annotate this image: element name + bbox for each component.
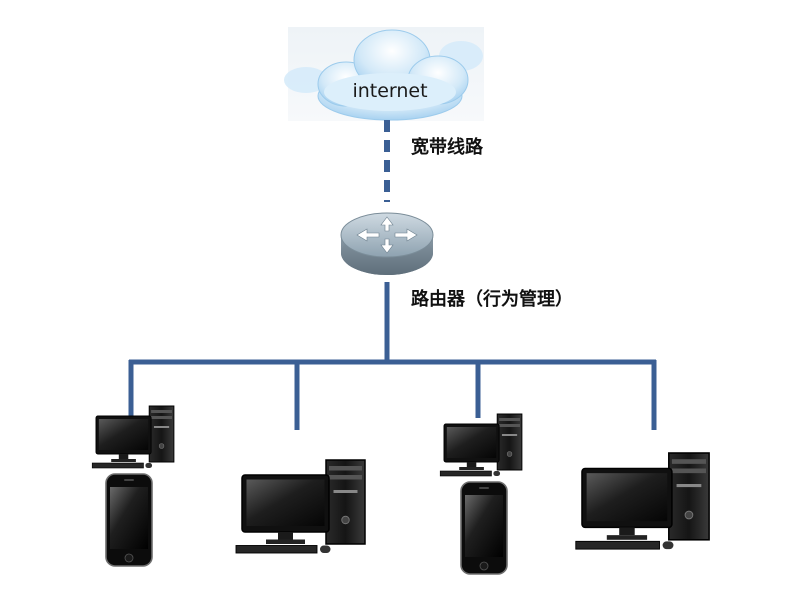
client-desktop-4 bbox=[575, 452, 710, 550]
client-phone-2 bbox=[460, 481, 508, 575]
internet-label: internet bbox=[352, 80, 428, 102]
client-desktop-2 bbox=[235, 459, 366, 554]
desktop-computer-icon bbox=[439, 413, 523, 477]
router-icon bbox=[340, 212, 434, 275]
desktop-computer-icon bbox=[235, 459, 366, 554]
client-desktop-3 bbox=[439, 413, 523, 477]
client-phone-1 bbox=[105, 473, 153, 567]
broadband-line-label: 宽带线路 bbox=[411, 137, 483, 158]
lan-bus bbox=[128, 282, 657, 430]
router-label: 路由器（行为管理） bbox=[411, 289, 573, 310]
desktop-computer-icon bbox=[575, 452, 710, 550]
smartphone-icon bbox=[460, 481, 508, 575]
cloud-icon bbox=[284, 27, 484, 121]
smartphone-icon bbox=[105, 473, 153, 567]
